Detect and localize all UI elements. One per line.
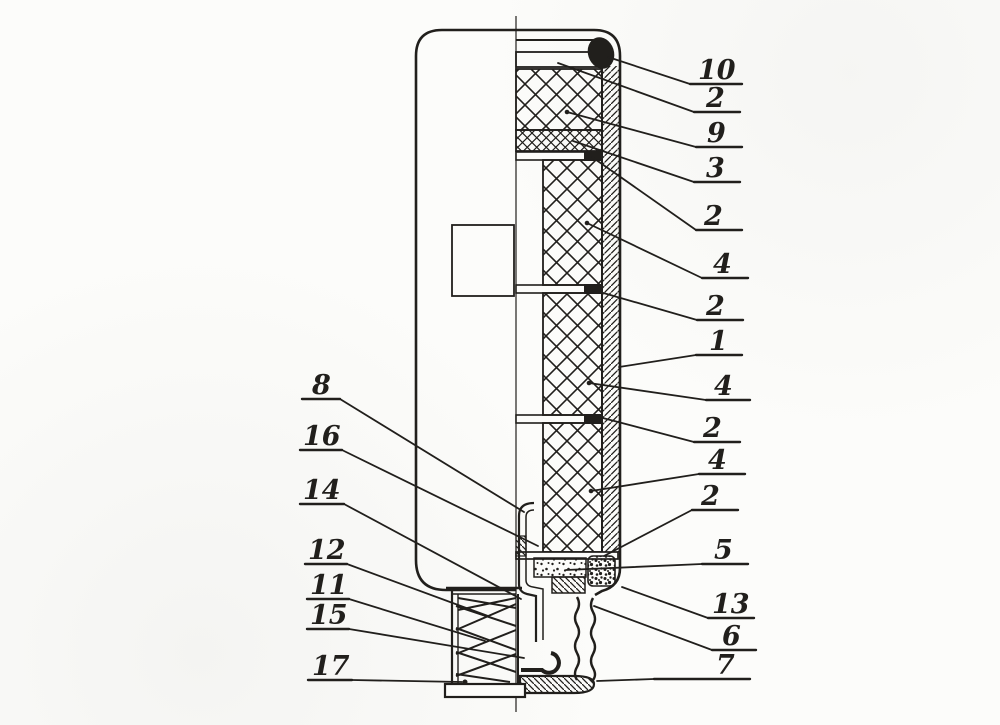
bushing-base-plate [443,682,527,699]
callout-12: 12 [303,535,489,617]
callout-label-3: 3 [706,153,725,184]
stipple-block [533,557,587,578]
divider-seal-3 [584,414,602,424]
callout-label-16: 16 [303,421,341,452]
callout-9: 9 [566,111,744,149]
callout-2d: 2 [598,413,742,444]
callout-4a: 4 [586,222,750,280]
callout-13: 13 [621,586,756,620]
wall-section-hatch [603,66,619,556]
callout-label-2a: 2 [705,83,725,114]
callout-label-2e: 2 [700,481,720,512]
casing-outer-wall [516,28,622,597]
divider-seal-1 [584,151,602,161]
striker-hook [521,651,561,675]
callout-label-8: 8 [311,370,331,401]
label-window [451,224,515,297]
callout-label-4a: 4 [713,249,732,280]
callout-10: 10 [607,55,744,86]
callout-label-7: 7 [716,650,735,681]
callout-label-13: 13 [712,589,750,620]
callout-label-5: 5 [714,535,733,566]
callout-4b: 4 [588,371,752,402]
callout-label-4b: 4 [714,371,733,402]
bottom-cap [518,674,596,695]
callout-4c: 4 [590,445,747,492]
bracket-seat-hatch [515,535,527,557]
callout-2c: 2 [592,289,745,322]
callout-label-2b: 2 [703,201,723,232]
divider-seal-2 [584,284,602,294]
callout-16: 16 [298,421,539,547]
callout-11: 11 [305,570,486,642]
charge-block-1 [542,159,603,286]
callout-5: 5 [565,535,750,571]
crimped-tube-left [573,596,581,681]
callout-7: 7 [596,650,752,682]
callout-label-9: 9 [707,118,726,149]
casing-outline [414,28,516,592]
callout-14: 14 [298,475,522,600]
bottom-corner-seal [587,555,616,587]
charge-block-2 [542,292,603,416]
crimped-tube-right [589,597,597,681]
callout-17: 17 [306,651,463,683]
callout-label-2c: 2 [705,291,725,322]
spring-coil [455,597,517,683]
striker-bracket-inner [525,509,544,640]
bracket-flange [551,576,586,594]
striker-bracket-outer [517,501,538,642]
callout-label-11: 11 [310,570,348,601]
callout-label-17: 17 [312,651,350,682]
callout-3: 3 [572,140,742,184]
callouts-left: 8 16 14 12 11 15 17 [298,370,539,683]
callouts-right: 10 2 9 3 2 4 2 [557,55,758,682]
callout-6: 6 [593,605,758,652]
charge-block-3 [542,422,603,553]
callout-label-10: 10 [698,55,736,86]
callout-label-4c: 4 [708,445,727,476]
casing-outline-view [414,28,516,592]
callout-label-12: 12 [308,535,346,566]
callout-label-15: 15 [310,600,348,631]
callout-2b: 2 [591,156,744,232]
top-corner-seal [587,37,615,69]
casing-section [515,28,622,597]
callout-2e: 2 [603,481,740,557]
callout-label-6: 6 [722,621,741,652]
callout-1: 1 [618,326,744,368]
callout-15: 15 [305,600,525,659]
callout-8: 8 [300,370,525,513]
upper-block [515,68,603,131]
callout-label-1: 1 [709,326,728,357]
ref-dot-17 [462,679,468,685]
callout-label-2d: 2 [702,413,722,444]
callout-2a: 2 [557,62,742,114]
callout-label-14: 14 [303,475,341,506]
dense-strip [515,129,603,152]
